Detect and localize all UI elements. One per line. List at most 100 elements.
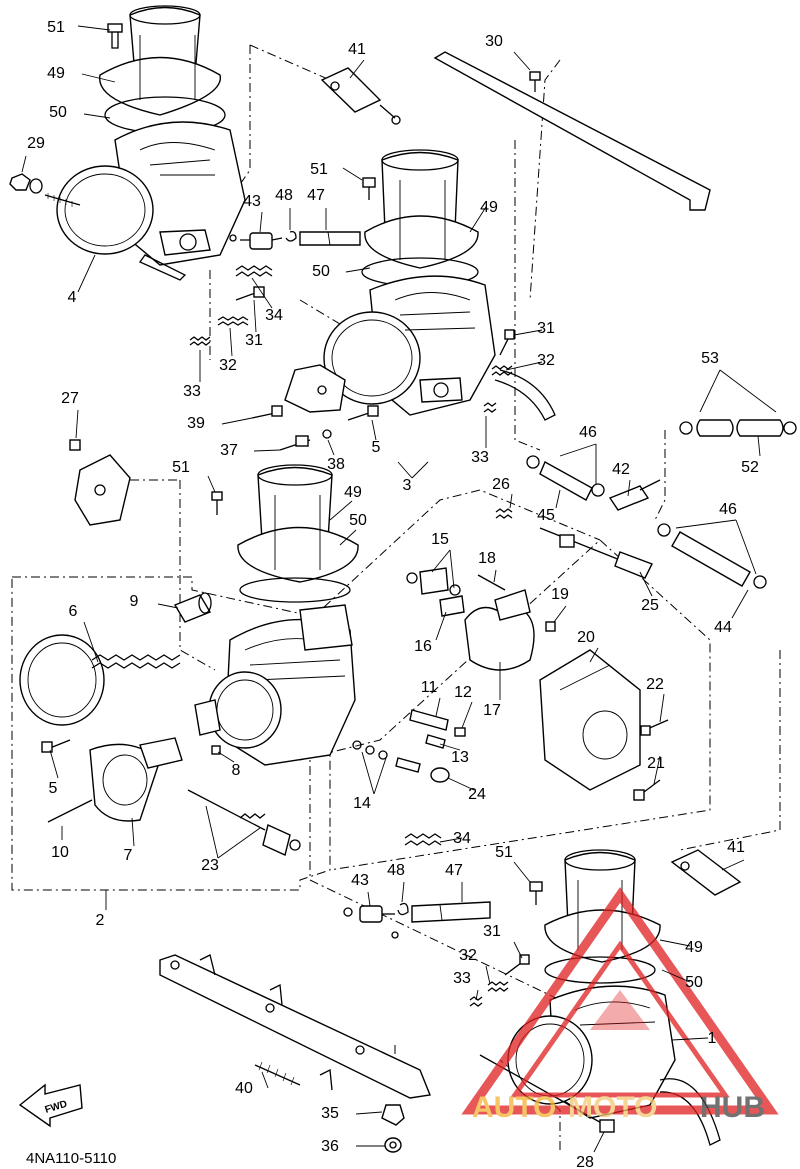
callout-number: 5: [49, 780, 58, 797]
callout-leader: [229, 327, 233, 357]
callout-number: 36: [321, 1138, 339, 1155]
callout-number: 12: [454, 684, 472, 701]
callout-leader: [435, 697, 441, 717]
callout-leader: [627, 479, 631, 497]
callout-leader: [659, 939, 691, 947]
callout-number: 6: [69, 603, 78, 620]
callout-number: 32: [537, 352, 555, 369]
callout-leader: [553, 605, 567, 623]
callout-leader: [671, 1037, 709, 1041]
callout-leader: [513, 329, 543, 336]
callout-number: 33: [453, 970, 471, 987]
callout-number: 7: [124, 847, 133, 864]
callout-number: 9: [130, 593, 139, 610]
callout-number: 44: [714, 619, 732, 636]
callout-leader: [83, 621, 99, 663]
callout-number: 4: [68, 289, 77, 306]
callout-number: 13: [451, 749, 469, 766]
callout-number: 11: [421, 679, 438, 696]
callout-number: 25: [641, 597, 659, 614]
callout-leader: [513, 861, 531, 883]
callout-number: 51: [495, 844, 513, 861]
callout-number: 51: [47, 19, 65, 36]
callout-number: 50: [685, 974, 703, 991]
watermark-text-mid: MOTO: [568, 1091, 657, 1124]
callout-number: 31: [537, 320, 555, 337]
callout-number: 27: [61, 390, 79, 407]
callout-leader: [49, 749, 59, 779]
throttle-link-plate: [159, 954, 431, 1153]
callout-leader: [339, 529, 357, 546]
callout-leader: [435, 611, 447, 641]
callout-leader: [661, 969, 691, 983]
callout-leader: [653, 755, 661, 785]
callout-number: 37: [220, 442, 238, 459]
callout-leader: [555, 489, 561, 509]
callout-leader: [719, 369, 777, 413]
callout-leader: [217, 827, 261, 859]
callout-leader: [373, 757, 387, 795]
callout-number: 33: [183, 383, 201, 400]
callout-leader: [469, 206, 487, 233]
callout-leader: [251, 277, 273, 309]
callout-number: 3: [403, 477, 412, 494]
callout-leader: [449, 549, 455, 589]
callout-leader: [329, 500, 353, 521]
callout-leader: [735, 519, 757, 575]
callout-number: 52: [741, 459, 759, 476]
callout-leader: [205, 805, 219, 859]
callout-leader: [699, 369, 721, 413]
callout-leader: [75, 409, 79, 439]
callout-number: 34: [265, 307, 283, 324]
callout-number: 1: [708, 1030, 717, 1047]
callout-number: 28: [576, 1154, 594, 1169]
hose-set-right: [526, 419, 797, 589]
callout-number: 31: [245, 332, 263, 349]
callout-leader: [217, 751, 235, 763]
callout-number: 22: [646, 676, 664, 693]
carburetor-4: [9, 5, 246, 281]
callout-leader: [493, 569, 497, 583]
callout-number: 50: [349, 512, 367, 529]
callout-number: 29: [27, 135, 45, 152]
callout-leader: [447, 777, 475, 791]
callout-leader: [361, 751, 375, 795]
drawing-code: 4NA110-5110: [26, 1150, 116, 1167]
callout-number: 15: [431, 531, 449, 548]
callout-number: 31: [483, 923, 501, 940]
callout-leader: [253, 299, 257, 333]
callout-number: 41: [727, 839, 745, 856]
callout-number: 50: [49, 104, 67, 121]
callout-leader: [439, 837, 463, 843]
callout-leader: [659, 693, 665, 723]
carburetor-3: [251, 149, 556, 451]
callout-number: 5: [372, 439, 381, 456]
callout-number: 21: [647, 755, 665, 772]
callout-leader: [342, 167, 363, 181]
callout-leader: [355, 1111, 383, 1115]
callout-number: 43: [243, 193, 261, 210]
callout-leader: [77, 25, 111, 31]
callout-number: 2: [96, 912, 105, 929]
callout-leader: [593, 1131, 605, 1153]
callout-number: 23: [201, 857, 219, 874]
callout-number: 35: [321, 1105, 339, 1122]
callout-number: 40: [235, 1080, 253, 1097]
callout-number: 32: [219, 357, 237, 374]
jet-and-float-parts: [352, 567, 669, 801]
watermark-logo: AUTO MOTO HUB: [461, 887, 779, 1124]
callout-number: 47: [445, 862, 463, 879]
callout-number: 14: [353, 795, 371, 812]
callout-number: 24: [468, 786, 486, 803]
callout-leader: [131, 817, 135, 847]
callout-leader: [505, 361, 543, 371]
assembly-outline-2: [11, 489, 711, 891]
callout-leader: [349, 59, 365, 79]
callout-number: 46: [579, 424, 597, 441]
callout-leader: [259, 211, 263, 233]
callout-number: 26: [492, 476, 510, 493]
callout-leader: [367, 891, 371, 907]
callout-number: 34: [453, 830, 471, 847]
